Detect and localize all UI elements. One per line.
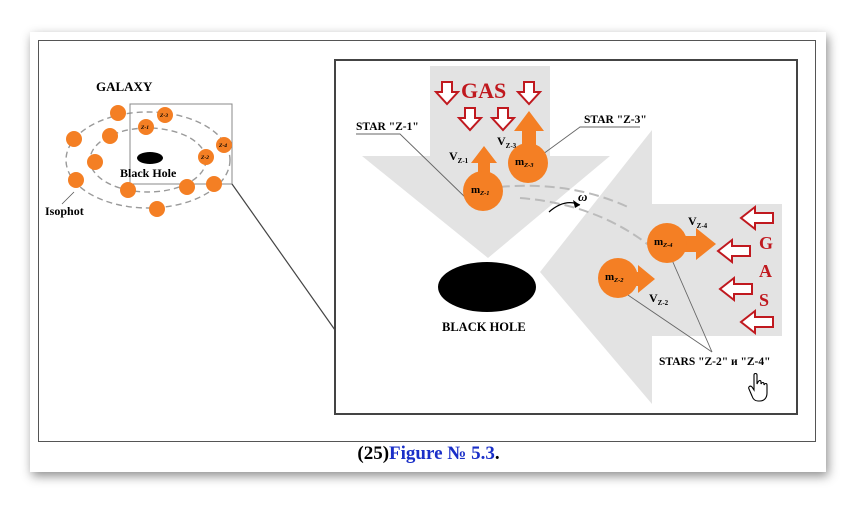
- galaxy-star-z1: [138, 119, 154, 135]
- galaxy-star: [120, 182, 136, 198]
- galaxy-star: [110, 105, 126, 121]
- zone-tag-z4: Z-4: [218, 143, 227, 149]
- inset-stars: [463, 143, 687, 298]
- galaxy-star: [68, 172, 84, 188]
- rotation-arrowhead: [573, 200, 580, 208]
- gas-down-arrow-icon: [515, 81, 543, 106]
- velocity-arrow-z3: [514, 111, 544, 162]
- galaxy-overview: GALAXY Z-1 Z-2 Z-3 Z-4: [45, 79, 233, 218]
- hand-cursor-icon: [748, 372, 768, 402]
- orbit-arc-lower: [519, 197, 669, 263]
- gas-side-letter-a: A: [759, 261, 772, 281]
- velocity-arrow-z1: [471, 146, 497, 192]
- gas-down-arrow-icon: [489, 107, 517, 132]
- galaxy-star: [149, 201, 165, 217]
- figure-title: Figure № 5.3: [389, 443, 495, 464]
- star-z2: [598, 258, 638, 298]
- gas-top-label: GAS: [461, 78, 506, 103]
- galaxy-star: [87, 154, 103, 170]
- inset-diagram: ω GAS G A S BLACK HOLE: [356, 66, 782, 404]
- stars-z2-z4-label: STARS "Z-2" и "Z-4": [659, 356, 771, 368]
- zoom-connector-line: [231, 183, 336, 331]
- inset-black-hole-label: BLACK HOLE: [442, 320, 526, 334]
- gas-side-letter-g: G: [759, 233, 773, 253]
- isophot-leader: [61, 191, 75, 205]
- zone-tag-z1: Z-1: [140, 125, 149, 131]
- zone-tag-z2: Z-2: [200, 155, 209, 161]
- galaxy-star-z2: [198, 149, 214, 165]
- omega-label: ω: [578, 189, 587, 204]
- gas-side-letter-s: S: [759, 290, 769, 310]
- gas-inflow-arrows-top: [433, 81, 543, 132]
- isophot-orbit-outer: [65, 111, 231, 209]
- velocity-label-z4: VZ-4: [688, 214, 708, 230]
- mass-label-z3: mZ-3: [515, 156, 534, 169]
- velocity-label-z3: VZ-3: [497, 134, 517, 150]
- velocity-label-z2: VZ-2: [649, 291, 669, 307]
- galaxy-star: [102, 128, 118, 144]
- gas-left-arrow-icon: [718, 275, 753, 303]
- inset-black-hole: [438, 262, 536, 312]
- mass-label-z4: mZ-4: [654, 236, 673, 249]
- gas-left-arrow-icon: [716, 237, 751, 265]
- galaxy-stars: [66, 105, 232, 217]
- figure-caption-period: .: [494, 443, 500, 464]
- galaxy-black-hole: [137, 152, 163, 164]
- star-z2-leader: [621, 290, 713, 353]
- star-z1-leader: [356, 133, 469, 201]
- galaxy-star: [179, 179, 195, 195]
- star-z1: [463, 171, 503, 211]
- mass-label-z1: mZ-1: [471, 184, 490, 197]
- star-z3-leader: [527, 126, 640, 166]
- galaxy-black-hole-label: Black Hole: [120, 166, 177, 180]
- gas-down-arrow-icon: [456, 107, 484, 132]
- figure-number: (25): [357, 443, 390, 464]
- galaxy-title: GALAXY: [96, 79, 153, 94]
- gas-left-arrow-icon: [739, 308, 774, 336]
- star-z3-label: STAR "Z-3": [584, 114, 647, 126]
- gas-down-arrow-icon: [433, 81, 461, 106]
- figure-caption: (25)Figure № 5.3.: [0, 443, 857, 465]
- galaxy-star: [66, 131, 82, 147]
- star-z4-leader: [671, 259, 713, 353]
- galaxy-star: [206, 176, 222, 192]
- galaxy-star-z4: [216, 137, 232, 153]
- velocity-label-z1: VZ-1: [449, 149, 469, 165]
- gas-cone-right: [540, 130, 782, 404]
- zone-tag-z3: Z-3: [159, 113, 168, 119]
- leader-lines: [356, 126, 713, 353]
- gas-left-arrow-icon: [739, 204, 774, 232]
- gas-inflow-arrows-side: [716, 204, 774, 336]
- galaxy-star-z3: [157, 107, 173, 123]
- mass-label-z2: mZ-2: [605, 271, 624, 284]
- isophot-label: Isophot: [45, 204, 84, 218]
- star-z1-label: STAR "Z-1": [356, 121, 419, 133]
- star-z3: [508, 143, 548, 183]
- star-z4: [647, 223, 687, 263]
